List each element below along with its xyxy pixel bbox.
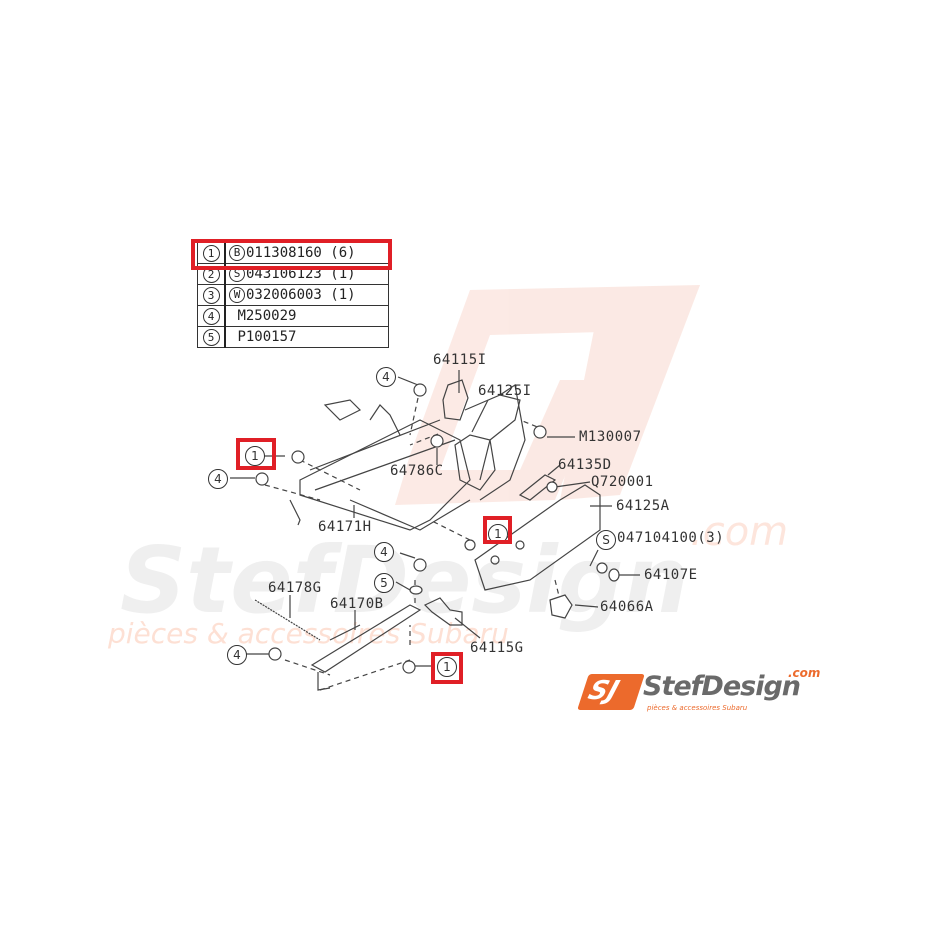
ref-number: 3: [202, 286, 220, 304]
part-label-64170B: 64170B: [330, 596, 384, 612]
part-label-64135D: 64135D: [558, 457, 612, 473]
callout-1-mid-highlight: [483, 516, 512, 544]
part-label-M130007: M130007: [579, 429, 642, 445]
bolt-prefix-icon: B: [229, 245, 245, 261]
callout-4-mid: 4: [374, 542, 394, 562]
ref-number: 4: [202, 307, 220, 325]
part-label-64115G: 64115G: [470, 640, 524, 656]
part-number: 043106123: [246, 266, 322, 282]
screw-prefix-icon: S: [596, 530, 616, 550]
part-label-64125I: 64125I: [478, 383, 532, 399]
part-label-64107E: 64107E: [644, 567, 698, 583]
part-label-64066A: 64066A: [600, 599, 654, 615]
legend-row-4: 4 M250029: [197, 305, 389, 327]
callout-4-bottom: 4: [227, 645, 247, 665]
callout-4-left: 4: [208, 469, 228, 489]
callout-4-top: 4: [376, 367, 396, 387]
part-label-64125A: 64125A: [616, 498, 670, 514]
legend-row-1-highlight: [191, 239, 392, 270]
quantity: (3): [697, 530, 725, 546]
legend-row-5: 5 P100157: [197, 326, 389, 348]
callout-5-mid: 5: [374, 573, 394, 593]
quantity: (1): [330, 287, 356, 303]
part-number: M250029: [237, 308, 297, 324]
svg-text:pièces & accessoires Subaru: pièces & accessoires Subaru: [107, 617, 509, 650]
callout-1-bottom-highlight: [431, 652, 463, 684]
part-label-Q720001: Q720001: [591, 474, 654, 490]
logo-domain: .com: [788, 666, 821, 680]
part-number: 032006003: [246, 287, 322, 303]
part-label-047104100: 047104100(3): [617, 530, 724, 546]
part-number: 047104100: [617, 530, 698, 546]
part-number: 011308160: [246, 245, 322, 261]
stefdesign-logo: SJ StefDesign .com pièces & accessoires …: [577, 666, 845, 718]
ref-number: 5: [202, 328, 220, 346]
logo-tagline: pièces & accessoires Subaru: [647, 704, 748, 712]
logo-mark-text: SJ: [584, 676, 623, 706]
ref-number: 1: [202, 244, 220, 262]
part-label-64115I: 64115I: [433, 352, 487, 368]
logo-brand: StefDesign: [643, 671, 801, 702]
part-label-64786C: 64786C: [390, 463, 444, 479]
part-label-64171H: 64171H: [318, 519, 372, 535]
callout-1-bottom: 1: [437, 657, 457, 677]
callout-1-left: 1: [245, 446, 265, 466]
quantity: (1): [330, 266, 356, 282]
part-label-64178G: 64178G: [268, 580, 322, 596]
callout-1-left-highlight: [236, 438, 276, 470]
quantity: (6): [330, 245, 356, 261]
sj-mark-icon: SJ: [577, 674, 645, 710]
part-number: P100157: [237, 329, 297, 345]
washer-prefix-icon: W: [229, 287, 245, 303]
